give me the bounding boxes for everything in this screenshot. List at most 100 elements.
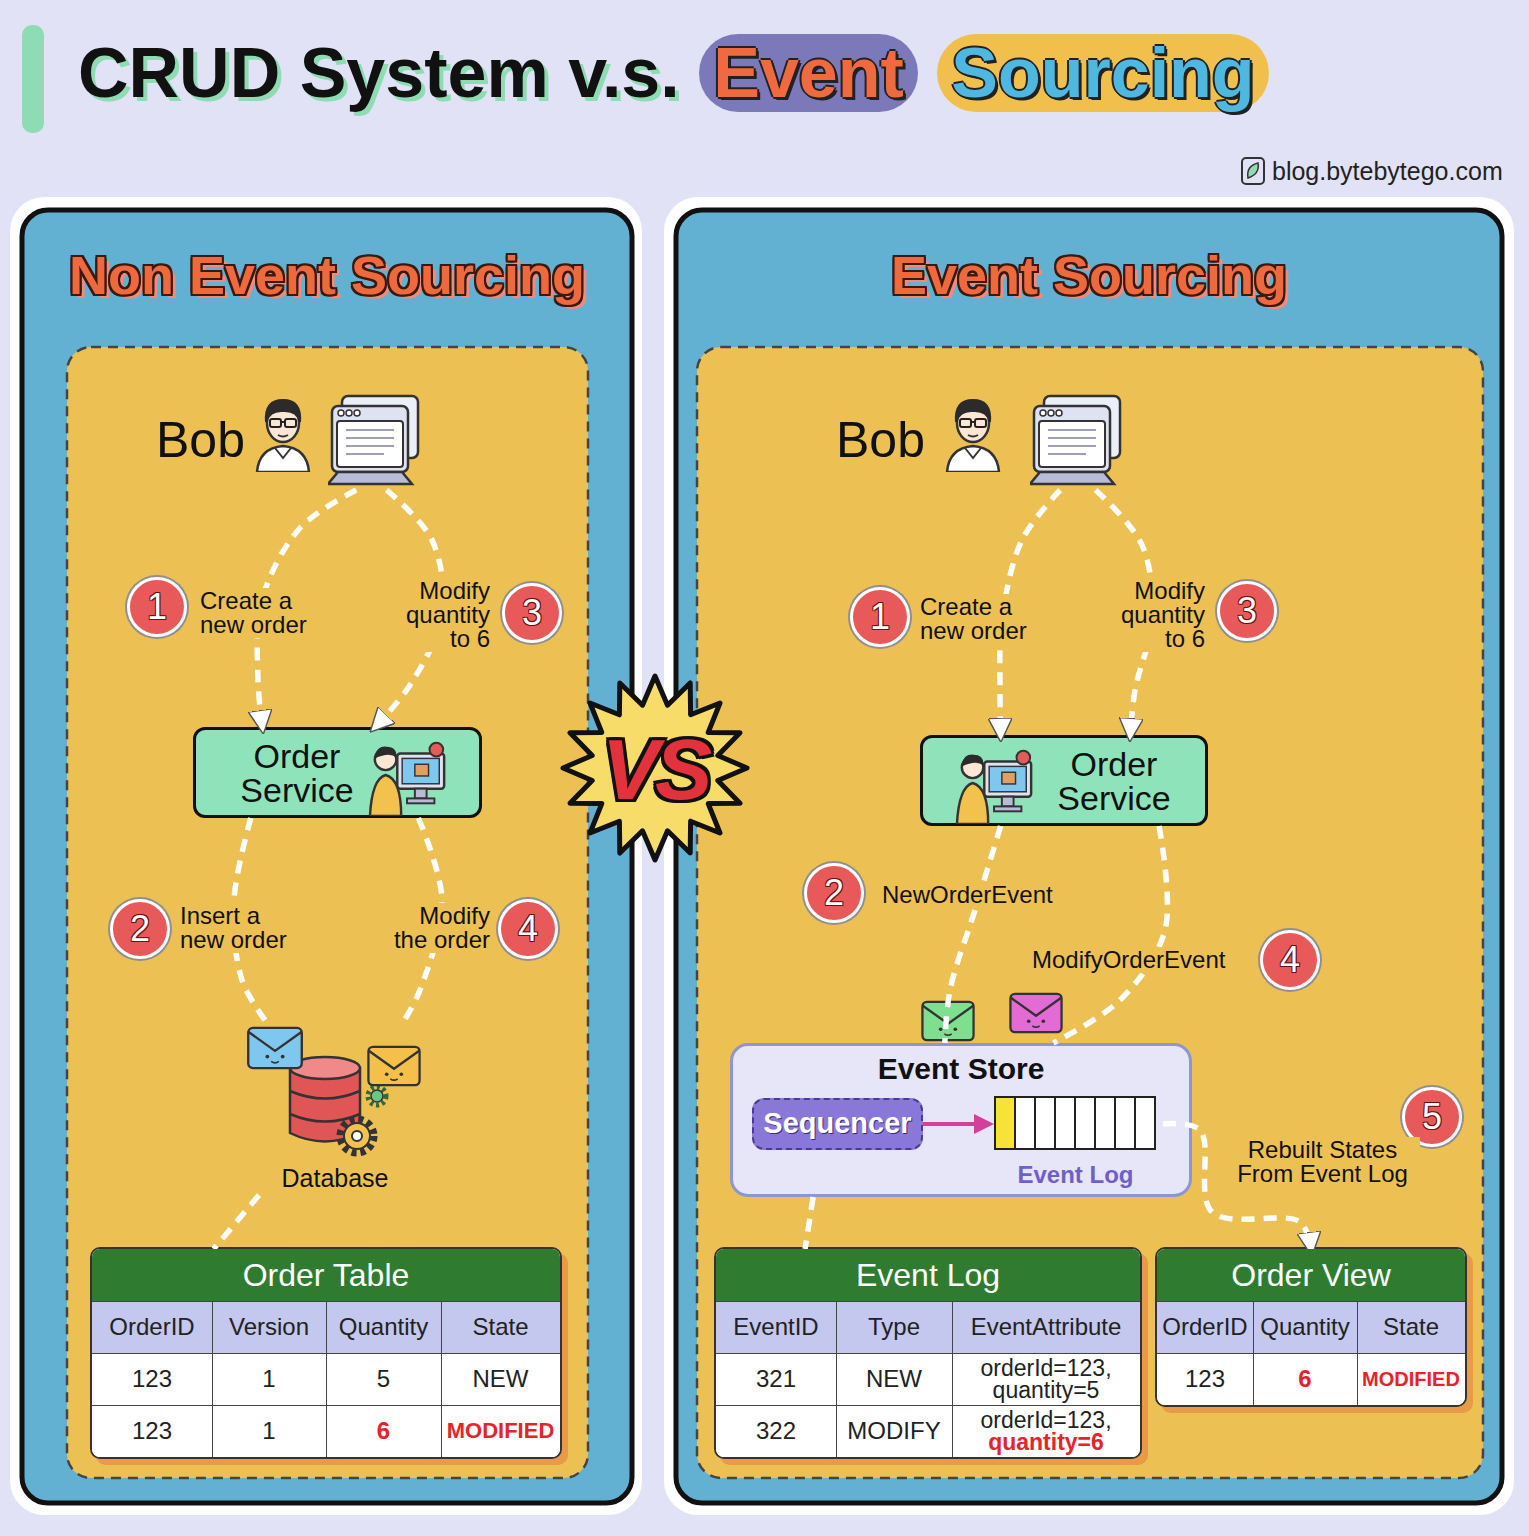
title-word: Event	[699, 34, 918, 112]
table-cell-text: OrderID	[109, 1315, 194, 1339]
dashed-connector	[234, 818, 269, 1025]
cell-slot: OrderID	[92, 1301, 212, 1353]
title-word: CRUD	[78, 34, 280, 112]
table-cell-text: 1	[262, 1419, 275, 1443]
edge-label-slot: Create a new order	[198, 588, 318, 638]
table-cell-text: 6	[1298, 1367, 1311, 1391]
person-icon	[947, 400, 999, 472]
table-cell-text: NEW	[473, 1367, 529, 1391]
versus-badge-slot: VS	[588, 714, 722, 824]
log-name: Event Log	[1017, 1161, 1133, 1189]
cell-slot: 123	[92, 1353, 212, 1405]
edge-label: Create a new order	[918, 594, 1038, 644]
cell-slot: 322	[716, 1405, 836, 1457]
edge-label-slot: Insert a new order	[178, 903, 298, 953]
service-box: Order Service	[193, 727, 482, 818]
table-cell-text: EventAttribute	[971, 1315, 1122, 1339]
edge-label: Rebuilt States From Event Log	[1225, 1137, 1420, 1187]
dashed-connector	[945, 826, 1001, 1043]
page-title: CRUD System v.s. Event Sourcing	[78, 28, 1269, 119]
table-cell-text: 123	[132, 1419, 172, 1443]
browser-icon	[1030, 396, 1120, 484]
edge-label-slot: Rebuilt States From Event Log	[1225, 1137, 1420, 1187]
table-cell-text: MODIFIED	[1362, 1369, 1460, 1389]
database-name: Database	[281, 1164, 388, 1193]
versus-badge: VS	[602, 726, 709, 812]
callout-slot: 4	[1260, 930, 1320, 990]
browser-icon	[328, 396, 418, 484]
envelope-icon	[368, 1047, 419, 1085]
worker-icon	[368, 734, 450, 816]
sequencer-box: Sequencer	[752, 1098, 923, 1150]
sequence-arrow	[923, 1122, 988, 1126]
worker-icon-shape	[370, 743, 444, 816]
data-table: Order TableOrderIDVersionQuantityState12…	[92, 1249, 560, 1457]
edge-label: Create a new order	[198, 588, 318, 638]
table-cell-text: MODIFIED	[447, 1420, 555, 1442]
table-heading: Order Table	[92, 1249, 560, 1301]
title-word: Sourcing	[937, 34, 1268, 112]
dashed-connector	[375, 490, 443, 727]
cell-slot: 1	[212, 1405, 326, 1457]
table-cell-text: 6	[377, 1419, 390, 1443]
person-icon	[257, 400, 309, 472]
actor-name: Bob	[156, 413, 245, 468]
log-cells-shape	[995, 1097, 1155, 1149]
cell-slot: 123	[1157, 1353, 1253, 1405]
worker-icon-shape	[957, 751, 1031, 824]
edge-label: ModifyOrderEvent	[1030, 947, 1227, 973]
dashed-area	[67, 347, 588, 1478]
edge-label: Modify the order	[387, 903, 492, 953]
cell-slot: Quantity	[326, 1301, 441, 1353]
callout-number: 3	[1217, 581, 1277, 641]
title-word: v.s.	[568, 34, 680, 112]
table-cell-text: 123	[1185, 1367, 1225, 1391]
envelope-icon	[920, 1000, 976, 1042]
panel-frame	[10, 197, 642, 1515]
cell-slot: 123	[92, 1405, 212, 1457]
panel: Event SourcingBobOrder ServiceEvent Stor…	[676, 210, 1502, 1503]
dashed-connector	[214, 1195, 259, 1249]
edge-label: Modify quantity to 6	[397, 578, 492, 652]
dashed-connector	[1096, 490, 1153, 735]
dashed-connector	[1000, 490, 1060, 735]
dashed-connector	[1163, 1124, 1311, 1249]
callout-number: 1	[850, 587, 910, 647]
cell-slot: 6	[1253, 1353, 1357, 1405]
worker-icon	[955, 742, 1037, 824]
table-cell-text: EventID	[733, 1315, 818, 1339]
edge-label: Insert a new order	[178, 903, 298, 953]
cell-slot: 1	[212, 1353, 326, 1405]
cell-slot: 6	[326, 1405, 441, 1457]
panel: Non Event SourcingBobOrder ServiceDataba…	[22, 210, 632, 1503]
table-heading: Order View	[1157, 1249, 1465, 1301]
envelope-icon-shape	[1010, 994, 1061, 1032]
versus-starburst	[563, 676, 747, 860]
callout-number: 3	[502, 583, 562, 643]
callout-slot: 3	[1217, 581, 1277, 641]
callout-number: 4	[1260, 930, 1320, 990]
callout-slot: 1	[127, 577, 187, 637]
table-cell-text: Version	[229, 1315, 309, 1339]
connectors	[214, 490, 1311, 1249]
data-table: Event LogEventIDTypeEventAttribute321NEW…	[716, 1249, 1140, 1457]
cell-slot: quantity=6	[952, 1431, 1140, 1453]
cell-slot: Type	[836, 1301, 952, 1353]
event-log-bar: Event Log	[988, 1091, 1163, 1191]
edge-label-slot: NewOrderEvent	[880, 882, 1080, 908]
cell-slot: MODIFIED	[441, 1405, 560, 1457]
cell-slot: NEW	[836, 1353, 952, 1405]
cell-slot: Quantity	[1253, 1301, 1357, 1353]
edge-label-slot: Modify quantity to 6	[397, 578, 492, 652]
table-cell-text: Type	[868, 1315, 920, 1339]
callout-slot: 3	[502, 583, 562, 643]
table-cell-text: 5	[377, 1367, 390, 1391]
panel-ground	[22, 210, 632, 1503]
edge-label-slot: ModifyOrderEvent	[1030, 947, 1245, 973]
table-cell-text: OrderID	[1162, 1315, 1247, 1339]
callout-number: 2	[110, 899, 170, 959]
panel-heading: Event Sourcing	[676, 244, 1502, 306]
actor-group: Bob	[830, 390, 1125, 490]
panel-heading: Non Event Sourcing	[22, 244, 632, 306]
table-cell-text: State	[1383, 1315, 1439, 1339]
